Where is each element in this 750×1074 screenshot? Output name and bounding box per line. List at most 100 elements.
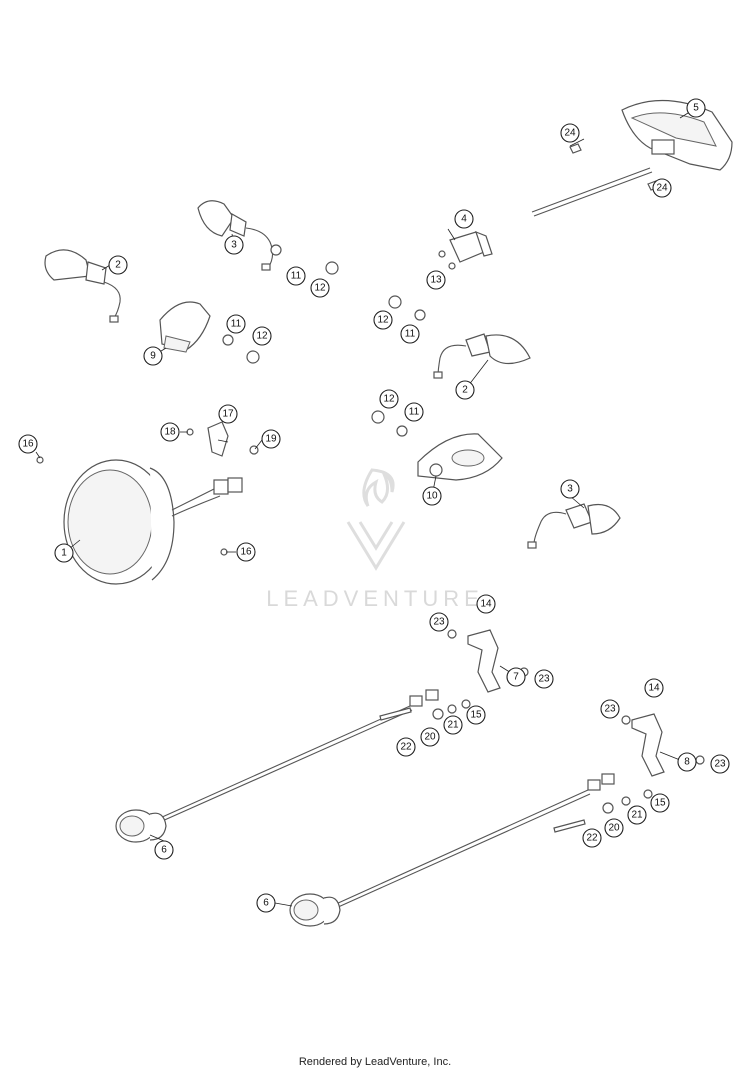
callout-3-lower-label: 3 (567, 484, 573, 495)
callout-23-d-label: 23 (714, 759, 726, 770)
callout-11-d-label: 11 (409, 407, 420, 418)
callout-3-lower: 3 (560, 479, 580, 499)
callout-6-upper: 6 (154, 840, 174, 860)
turn-signal-lower-right (527, 503, 621, 549)
tail-light-assembly (531, 99, 733, 217)
callout-15-a-label: 15 (470, 710, 482, 721)
callout-23-c-label: 23 (604, 704, 616, 715)
callout-10-label: 10 (426, 491, 438, 502)
license-light (438, 230, 493, 270)
callout-6-lower-label: 6 (263, 898, 269, 909)
callout-12-b: 12 (252, 326, 272, 346)
callout-12-c: 12 (373, 310, 393, 330)
callout-22-a: 22 (396, 737, 416, 757)
callout-12-d: 12 (379, 389, 399, 409)
callout-1: 1 (54, 543, 74, 563)
callout-23-b-label: 23 (538, 674, 550, 685)
footer-credit: Rendered by LeadVenture, Inc. (298, 1056, 452, 1068)
callout-14-b-label: 14 (648, 683, 660, 694)
callout-11-c-label: 11 (405, 329, 416, 340)
callout-21-a-label: 21 (447, 720, 459, 731)
callout-13-label: 13 (430, 275, 442, 286)
turn-signal-right (433, 333, 531, 379)
bracket-17 (36, 421, 259, 556)
callout-8-label: 8 (684, 757, 690, 768)
callout-12-c-label: 12 (377, 315, 389, 326)
callout-24-b: 24 (652, 178, 672, 198)
callout-7: 7 (506, 667, 526, 687)
mount-bracket-10 (417, 433, 503, 481)
callout-7-label: 7 (513, 672, 519, 683)
callout-19-label: 19 (265, 434, 277, 445)
callout-2-left-label: 2 (115, 260, 121, 271)
callout-20-a-label: 20 (424, 732, 436, 743)
callout-13: 13 (426, 270, 446, 290)
callout-14-a: 14 (476, 594, 496, 614)
callout-11-b-label: 11 (231, 319, 242, 330)
callout-5-label: 5 (693, 103, 699, 114)
callout-6-upper-label: 6 (161, 845, 167, 856)
callout-2-left: 2 (108, 255, 128, 275)
callout-1-label: 1 (61, 548, 67, 559)
callout-20-a: 20 (420, 727, 440, 747)
callout-9: 9 (143, 346, 163, 366)
callout-12-a: 12 (310, 278, 330, 298)
callout-10: 10 (422, 486, 442, 506)
auxiliary-light-lower (289, 773, 615, 927)
turn-signal-upper-left (197, 200, 274, 271)
callout-23-d: 23 (710, 754, 730, 774)
callout-11-b: 11 (226, 314, 246, 334)
callout-24-b-label: 24 (656, 183, 668, 194)
callout-20-b: 20 (604, 818, 624, 838)
callout-16-a-label: 16 (22, 439, 34, 450)
callout-11-c: 11 (400, 324, 420, 344)
callout-23-a: 23 (429, 612, 449, 632)
headlight (63, 459, 243, 585)
callout-3-upper: 3 (224, 235, 244, 255)
callout-12-a-label: 12 (314, 283, 326, 294)
callout-12-b-label: 12 (256, 331, 268, 342)
callout-23-b: 23 (534, 669, 554, 689)
mount-fasteners (379, 699, 653, 833)
callout-14-b: 14 (644, 678, 664, 698)
watermark-logo (346, 468, 406, 571)
auxiliary-bracket-8 (621, 713, 705, 777)
callout-15-a: 15 (466, 705, 486, 725)
callout-20-b-label: 20 (608, 823, 620, 834)
callout-24-a: 24 (560, 123, 580, 143)
auxiliary-light-upper (115, 689, 439, 843)
callout-22-b-label: 22 (586, 833, 598, 844)
callout-11-a-label: 11 (291, 271, 302, 282)
callout-17: 17 (218, 404, 238, 424)
callout-24-a-label: 24 (564, 128, 576, 139)
turn-signal-left (44, 249, 121, 323)
callout-12-d-label: 12 (383, 394, 395, 405)
callout-11-a: 11 (286, 266, 306, 286)
callout-9-label: 9 (150, 351, 156, 362)
washers-nuts-upper (222, 244, 426, 437)
callout-18: 18 (160, 422, 180, 442)
callout-22-a-label: 22 (400, 742, 412, 753)
callout-15-b-label: 15 (654, 798, 666, 809)
callout-8: 8 (677, 752, 697, 772)
callout-3-upper-label: 3 (231, 240, 237, 251)
callout-19: 19 (261, 429, 281, 449)
callout-17-label: 17 (222, 409, 234, 420)
callout-16-b-label: 16 (240, 547, 252, 558)
callout-4-label: 4 (461, 214, 467, 225)
callout-21-b-label: 21 (631, 810, 643, 821)
callout-15-b: 15 (650, 793, 670, 813)
callout-21-b: 21 (627, 805, 647, 825)
callout-4: 4 (454, 209, 474, 229)
mount-bracket-9 (159, 301, 211, 353)
callout-16-b: 16 (236, 542, 256, 562)
callout-21-a: 21 (443, 715, 463, 735)
callout-2-right-label: 2 (462, 385, 468, 396)
callout-14-a-label: 14 (480, 599, 492, 610)
callout-22-b: 22 (582, 828, 602, 848)
callout-6-lower: 6 (256, 893, 276, 913)
callout-23-a-label: 23 (433, 617, 445, 628)
callout-16-a: 16 (18, 434, 38, 454)
callout-23-c: 23 (600, 699, 620, 719)
